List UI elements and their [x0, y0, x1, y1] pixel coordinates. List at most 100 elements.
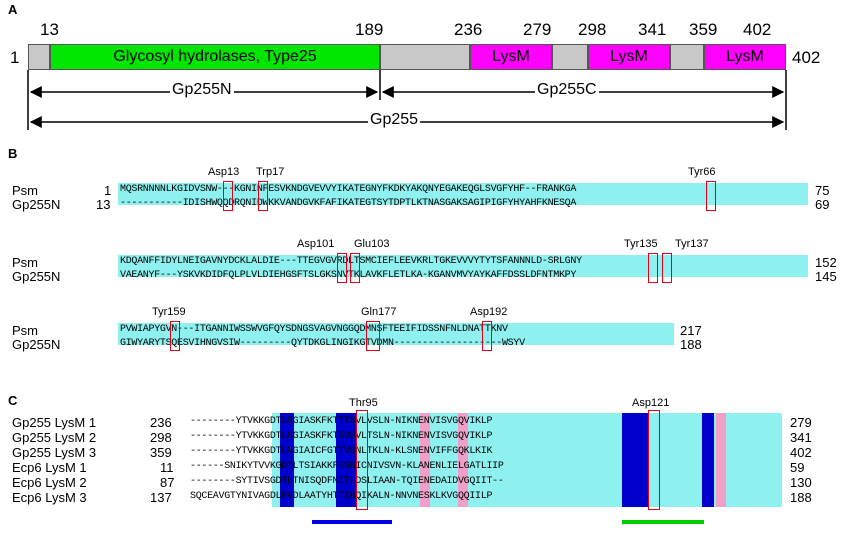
sequence-start: 137: [150, 490, 172, 505]
panel-a-letter: A: [8, 2, 18, 17]
sequence-text: VAEANYF---YSKVKDIDFQLPLVLDIEHGSFTSLGKSNV…: [120, 270, 577, 281]
residue-highlight-box: [337, 253, 347, 283]
sequence-text: --------SYTIVSGDTLTNISQDFNITLDSLIAAN-TQI…: [190, 476, 504, 487]
sequence-text: --------YTVKKGDTLGGIASKFKTSVSVLTSLN-NIKN…: [190, 431, 493, 442]
lysm-domain-3: LysM: [704, 44, 786, 70]
sequence-start: 11: [160, 460, 174, 475]
residue-label: Trp17: [256, 166, 285, 178]
sequence-name: Ecp6 LysM 3: [12, 490, 87, 505]
sequence-name: Ecp6 LysM 1: [12, 460, 87, 475]
glycosyl-hydrolase-domain: Glycosyl hydrolases, Type25: [50, 44, 380, 70]
sequence-text: KDQANFFIDYLNEIGAVNYDCKLALDIE---TTEGVGVRD…: [120, 256, 582, 267]
residue-highlight-box: [223, 181, 233, 211]
sequence-start: 87: [160, 475, 175, 490]
sequence-end: 341: [790, 430, 812, 445]
residue-highlight-box: [648, 410, 660, 510]
sequence-end: 217: [680, 323, 702, 338]
sequence-name: Gp255 LysM 1: [12, 415, 97, 430]
residue-label: Gln177: [361, 306, 397, 318]
protein-end-label: 402: [792, 48, 821, 67]
sequence-name: Gp255 LysM 3: [12, 445, 97, 460]
residue-highlight-box: [356, 410, 368, 510]
sequence-start: 1: [104, 183, 112, 198]
residue-label: Tyr137: [675, 238, 709, 250]
similar-column: [716, 413, 726, 507]
position-label: 189: [355, 20, 384, 39]
similar-column: [420, 413, 430, 507]
sequence-name: Gp255N: [12, 269, 61, 284]
residue-highlight-box: [662, 253, 672, 283]
sequence-text: --------YTVKKGDTLNGIAICFGTTVSNLTKLN-KLSN…: [190, 446, 493, 457]
position-label: 236: [454, 20, 483, 39]
residue-highlight-box: [706, 181, 716, 211]
spacer-segment: [670, 44, 704, 70]
sequence-name: Ecp6 LysM 2: [12, 475, 87, 490]
position-label: 359: [689, 20, 718, 39]
sequence-start: 13: [96, 197, 111, 212]
residue-label: Tyr159: [152, 306, 186, 318]
sequence-text: -----------IDISHWQQDRQNIDWKKVANDGVKFAFIK…: [120, 198, 577, 209]
position-label: 279: [523, 20, 552, 39]
residue-label: Tyr66: [688, 166, 716, 178]
panel-b-letter: B: [8, 146, 18, 161]
sequence-text: GIWYARYTSQESVIHNGVSIW---------QYTDKGLING…: [120, 338, 525, 349]
sequence-end: 59: [790, 460, 805, 475]
residue-highlight-box: [366, 321, 380, 351]
residue-highlight-box: [170, 321, 180, 351]
conserved-column: [280, 413, 294, 507]
residue-highlight-box: [648, 253, 658, 283]
spacer-segment: [552, 44, 588, 70]
protein-start-label: 1: [10, 48, 20, 67]
sequence-end: 188: [790, 490, 812, 505]
sequence-end: 279: [790, 415, 812, 430]
sequence-start: 298: [150, 430, 172, 445]
alignment-band: [118, 255, 808, 277]
residue-label: Thr95: [349, 397, 378, 409]
sequence-start: 236: [150, 415, 172, 430]
spacer-segment: [380, 44, 470, 70]
sequence-name: Psm: [12, 323, 38, 338]
residue-label: Tyr135: [624, 238, 658, 250]
residue-label: Asp192: [470, 306, 508, 318]
sequence-name: Psm: [12, 183, 38, 198]
alignment-band: [118, 323, 674, 345]
sequence-end: 188: [680, 337, 702, 352]
blue-underline: [312, 520, 392, 524]
sequence-name: Gp255N: [12, 197, 61, 212]
sequence-end: 130: [790, 475, 812, 490]
sequence-end: 145: [815, 269, 837, 284]
sequence-text: PVWIAPYGVN---ITGANNIWSSWVGFQYSDNGSVAGVNG…: [120, 324, 508, 335]
position-label: 402: [743, 20, 772, 39]
sequence-text: --------YTVKKGDTLGGIASKFKTTTSVLVSLN-NIKN…: [190, 416, 493, 427]
sequence-end: 69: [815, 197, 830, 212]
position-label: 341: [638, 20, 667, 39]
sequence-end: 75: [815, 183, 830, 198]
similar-column: [458, 413, 468, 507]
residue-label: Asp121: [632, 397, 670, 409]
gp255n-label: Gp255N: [170, 81, 234, 99]
sequence-end: 152: [815, 255, 837, 270]
conserved-column: [336, 413, 356, 507]
sequence-name: Gp255 LysM 2: [12, 430, 97, 445]
sequence-end: 402: [790, 445, 812, 460]
residue-highlight-box: [482, 321, 492, 351]
residue-label: Asp13: [208, 166, 240, 178]
position-label: 13: [40, 20, 59, 39]
residue-label: Asp101: [297, 238, 335, 250]
panel-c-letter: C: [8, 393, 18, 408]
conserved-column: [622, 413, 648, 507]
alignment-band: [272, 413, 782, 507]
sequence-name: Psm: [12, 255, 38, 270]
conserved-column: [702, 413, 714, 507]
spacer-segment: [28, 44, 50, 70]
lysm-domain-1: LysM: [470, 44, 552, 70]
gp255-label: Gp255: [368, 111, 421, 129]
residue-highlight-box: [350, 253, 360, 283]
sequence-text: SQCEAVGTYNIVAGDLFVDLAATYHTTIGQIKALN-NNVN…: [190, 491, 493, 502]
residue-label: Glu103: [354, 238, 390, 250]
sequence-name: Gp255N: [12, 337, 61, 352]
sequence-text: MQSRNNNNLKGIDVSNW---KGNINFESVKNDGVEVVYIK…: [120, 184, 577, 195]
alignment-band: [118, 183, 808, 205]
sequence-text: ------SNIKYTVVKGDTLTSIAKKFKSGICNIVSVN-KL…: [190, 461, 504, 472]
gp255c-label: Gp255C: [535, 81, 599, 99]
